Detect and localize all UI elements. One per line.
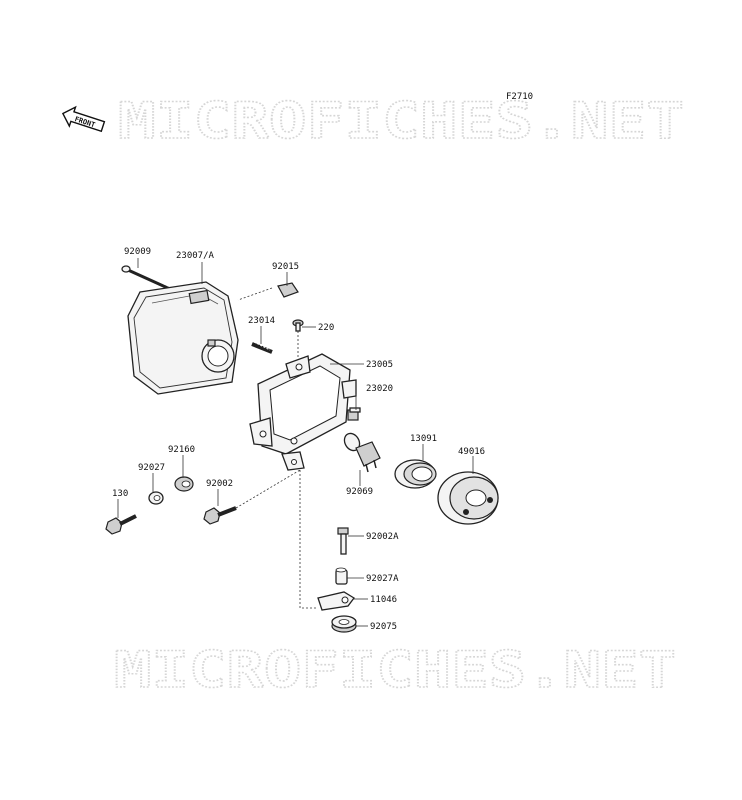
watermark-bottom: MICROFICHES.NET [114, 641, 676, 699]
label-23007a: 23007/A [176, 251, 215, 261]
label-92002: 92002 [206, 479, 233, 489]
screw-23014-drawing [251, 341, 273, 354]
bracket-11046-drawing [317, 591, 355, 611]
screw-92009-drawing [121, 265, 171, 291]
label-130: 130 [112, 489, 128, 499]
watermark-top: MICROFICHES.NET [118, 92, 684, 150]
screw-220-drawing [292, 319, 304, 358]
label-23005: 23005 [366, 360, 393, 370]
bolt-92002-drawing [203, 469, 301, 525]
label-92027: 92027 [138, 463, 165, 473]
bolt-130-drawing [105, 514, 137, 535]
label-92027a: 92027A [366, 574, 399, 584]
label-13091: 13091 [410, 434, 437, 444]
collar-92027-drawing [148, 491, 164, 505]
label-92015: 92015 [272, 262, 299, 272]
label-92009: 92009 [124, 247, 151, 257]
leader-lines [117, 258, 474, 627]
label-11046: 11046 [370, 595, 397, 605]
label-220: 220 [318, 323, 334, 333]
label-92075: 92075 [370, 622, 397, 632]
front-arrow-icon: FRONT [61, 105, 106, 133]
grommet-92075-drawing [331, 615, 357, 633]
socket-13091-drawing [394, 459, 437, 489]
figure-code: F2710 [506, 92, 533, 102]
headlight-frame-drawing [249, 353, 357, 471]
label-23014: 23014 [248, 316, 275, 326]
nut-23020-drawing [347, 407, 361, 421]
label-49016: 49016 [458, 447, 485, 457]
boot-49016-drawing [437, 471, 499, 525]
bulb-92069-drawing [343, 432, 381, 473]
clip-92015-drawing [237, 282, 299, 301]
label-92069: 92069 [346, 487, 373, 497]
label-92002a: 92002A [366, 532, 399, 542]
bolt-92002a-drawing [337, 527, 349, 555]
label-92160: 92160 [168, 445, 195, 455]
assembly-line [299, 470, 318, 609]
collar-92027a-drawing [335, 567, 348, 585]
headlight-housing-drawing [127, 281, 239, 395]
grommet-92160-drawing [174, 476, 194, 492]
label-23020: 23020 [366, 384, 393, 394]
